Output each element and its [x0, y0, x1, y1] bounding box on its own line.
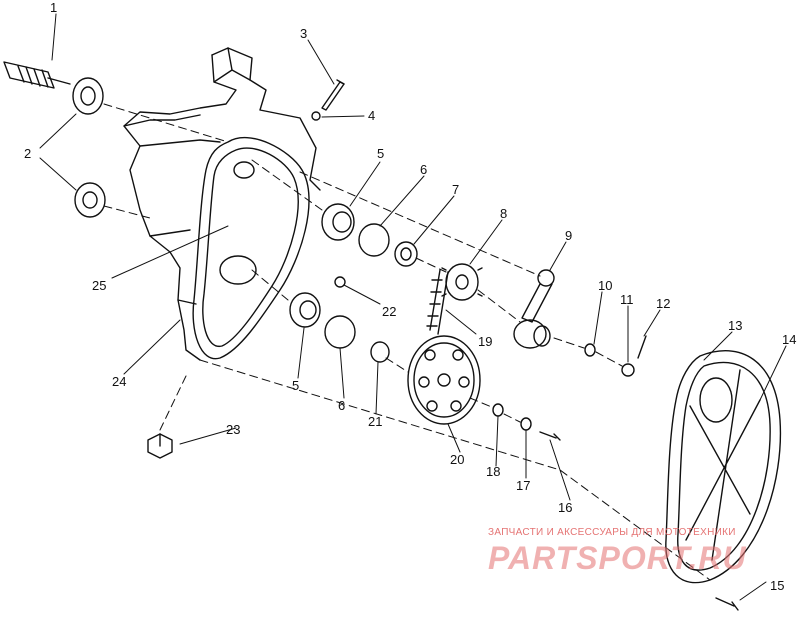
- callout-14: 14: [782, 332, 796, 347]
- washer-17: [520, 417, 532, 431]
- seal-lower: [74, 182, 106, 218]
- callout-12: 12: [656, 296, 670, 311]
- callout-13: 13: [728, 318, 742, 333]
- assembly-centerlines: [103, 103, 711, 581]
- ring-21: [370, 341, 390, 363]
- callout-1: 1: [50, 0, 57, 15]
- seal-7: [394, 241, 418, 267]
- chaincase-housing: [123, 47, 321, 361]
- sprocket-20: [407, 335, 481, 425]
- callout-5-upper: 5: [377, 146, 384, 161]
- sprocket-8: [441, 263, 483, 301]
- washer-4: [311, 111, 321, 121]
- bearing-5-upper: [321, 203, 355, 241]
- callout-21: 21: [368, 414, 382, 429]
- callout-16: 16: [558, 500, 572, 515]
- callout-18: 18: [486, 464, 500, 479]
- tensioner-9: [513, 269, 555, 349]
- gasket: [192, 136, 310, 360]
- callout-8: 8: [500, 206, 507, 221]
- chain-19: [426, 269, 449, 335]
- seal-upper: [72, 77, 104, 115]
- callout-4: 4: [368, 108, 375, 123]
- chaincase-cover: [665, 350, 782, 584]
- nut-11: [621, 363, 635, 377]
- splined-shaft: [3, 61, 71, 89]
- bolt-3: [321, 79, 345, 111]
- callout-20: 20: [450, 452, 464, 467]
- bolt-16: [539, 431, 561, 441]
- callout-5-lower: 5: [292, 378, 299, 393]
- callout-9: 9: [565, 228, 572, 243]
- nut-23: [147, 433, 173, 459]
- bolt-15: [715, 597, 739, 611]
- watermark-caption: ЗАПЧАСТИ И АКСЕССУАРЫ ДЛЯ МОТОТЕХНИКИ: [488, 527, 736, 538]
- callout-3: 3: [300, 26, 307, 41]
- bearing-5-lower: [289, 292, 321, 328]
- callout-24: 24: [112, 374, 126, 389]
- callout-19: 19: [478, 334, 492, 349]
- callout-10: 10: [598, 278, 612, 293]
- callout-6-upper: 6: [420, 162, 427, 177]
- callout-23: 23: [226, 422, 240, 437]
- callout-6-lower: 6: [338, 398, 345, 413]
- callout-labels: 1 2 3 4 5 5 6 6 7 8 9 10 11 12 13 14 15 …: [24, 0, 796, 593]
- callout-15: 15: [770, 578, 784, 593]
- callout-22: 22: [382, 304, 396, 319]
- oring-6-upper: [358, 223, 390, 257]
- washer-10: [584, 343, 596, 357]
- callout-7: 7: [452, 182, 459, 197]
- nut-22: [334, 276, 346, 288]
- callout-11: 11: [620, 292, 634, 307]
- pin-12: [637, 335, 647, 359]
- leader-lines: [39, 13, 787, 601]
- oring-6-lower: [324, 315, 356, 349]
- callout-2: 2: [24, 146, 31, 161]
- callout-25: 25: [92, 278, 106, 293]
- washer-18: [492, 403, 504, 417]
- watermark-brand: PARTSPORT.RU: [488, 540, 747, 576]
- callout-17: 17: [516, 478, 530, 493]
